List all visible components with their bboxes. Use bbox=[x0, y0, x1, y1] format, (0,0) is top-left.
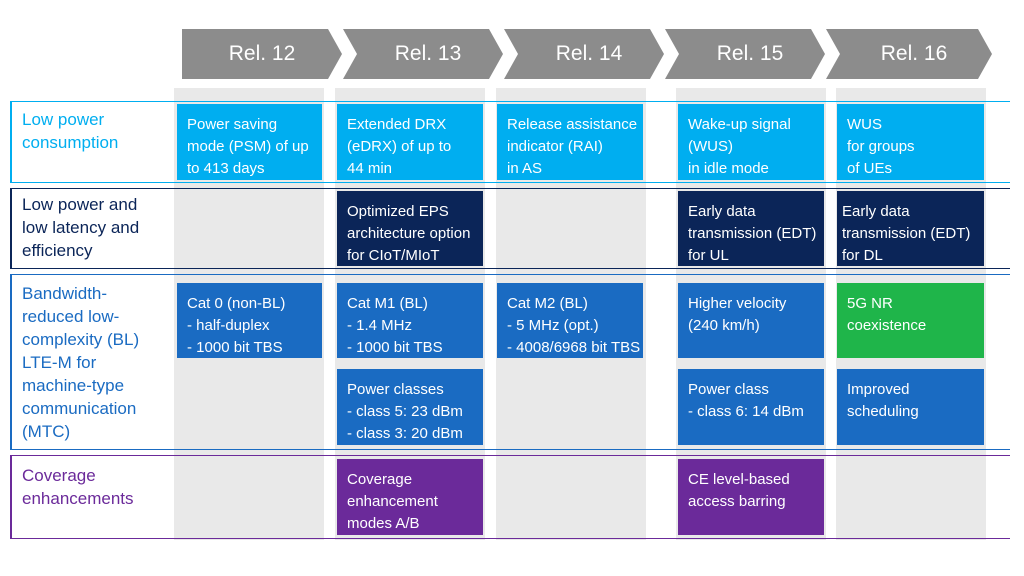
release-header-rel12: Rel. 12 bbox=[182, 29, 342, 79]
release-header-rel14: Rel. 14 bbox=[504, 29, 664, 79]
cell-ltem-rel13-cat-m1: Cat M1 (BL)- 1.4 MHz- 1000 bit TBS bbox=[337, 283, 483, 358]
row-label-ltem: Bandwidth-reduced low-complexity (BL) LT… bbox=[22, 284, 140, 441]
release-header-rel15: Rel. 15 bbox=[665, 29, 825, 79]
row-frame-coverage bbox=[10, 455, 1010, 539]
release-header-rel13: Rel. 13 bbox=[343, 29, 503, 79]
row-frame-ltem bbox=[10, 274, 1010, 450]
cell-low-power-rel15: Wake-up signal(WUS)in idle mode bbox=[678, 104, 824, 180]
release-header-rel16: Rel. 16 bbox=[826, 29, 992, 79]
cell-ltem-rel15-velocity: Higher velocity(240 km/h) bbox=[678, 283, 824, 358]
cell-ltem-rel12: Cat 0 (non-BL)- half-duplex- 1000 bit TB… bbox=[177, 283, 322, 358]
row-frame-low-power bbox=[10, 101, 1010, 183]
cell-ltem-rel15-power-class: Power class- class 6: 14 dBm bbox=[678, 369, 824, 445]
row-frame-latency bbox=[10, 188, 1010, 269]
cell-ltem-rel13-power-classes: Power classes- class 5: 23 dBm- class 3:… bbox=[337, 369, 483, 445]
cell-ltem-rel14: Cat M2 (BL)- 5 MHz (opt.)- 4008/6968 bit… bbox=[497, 283, 643, 358]
